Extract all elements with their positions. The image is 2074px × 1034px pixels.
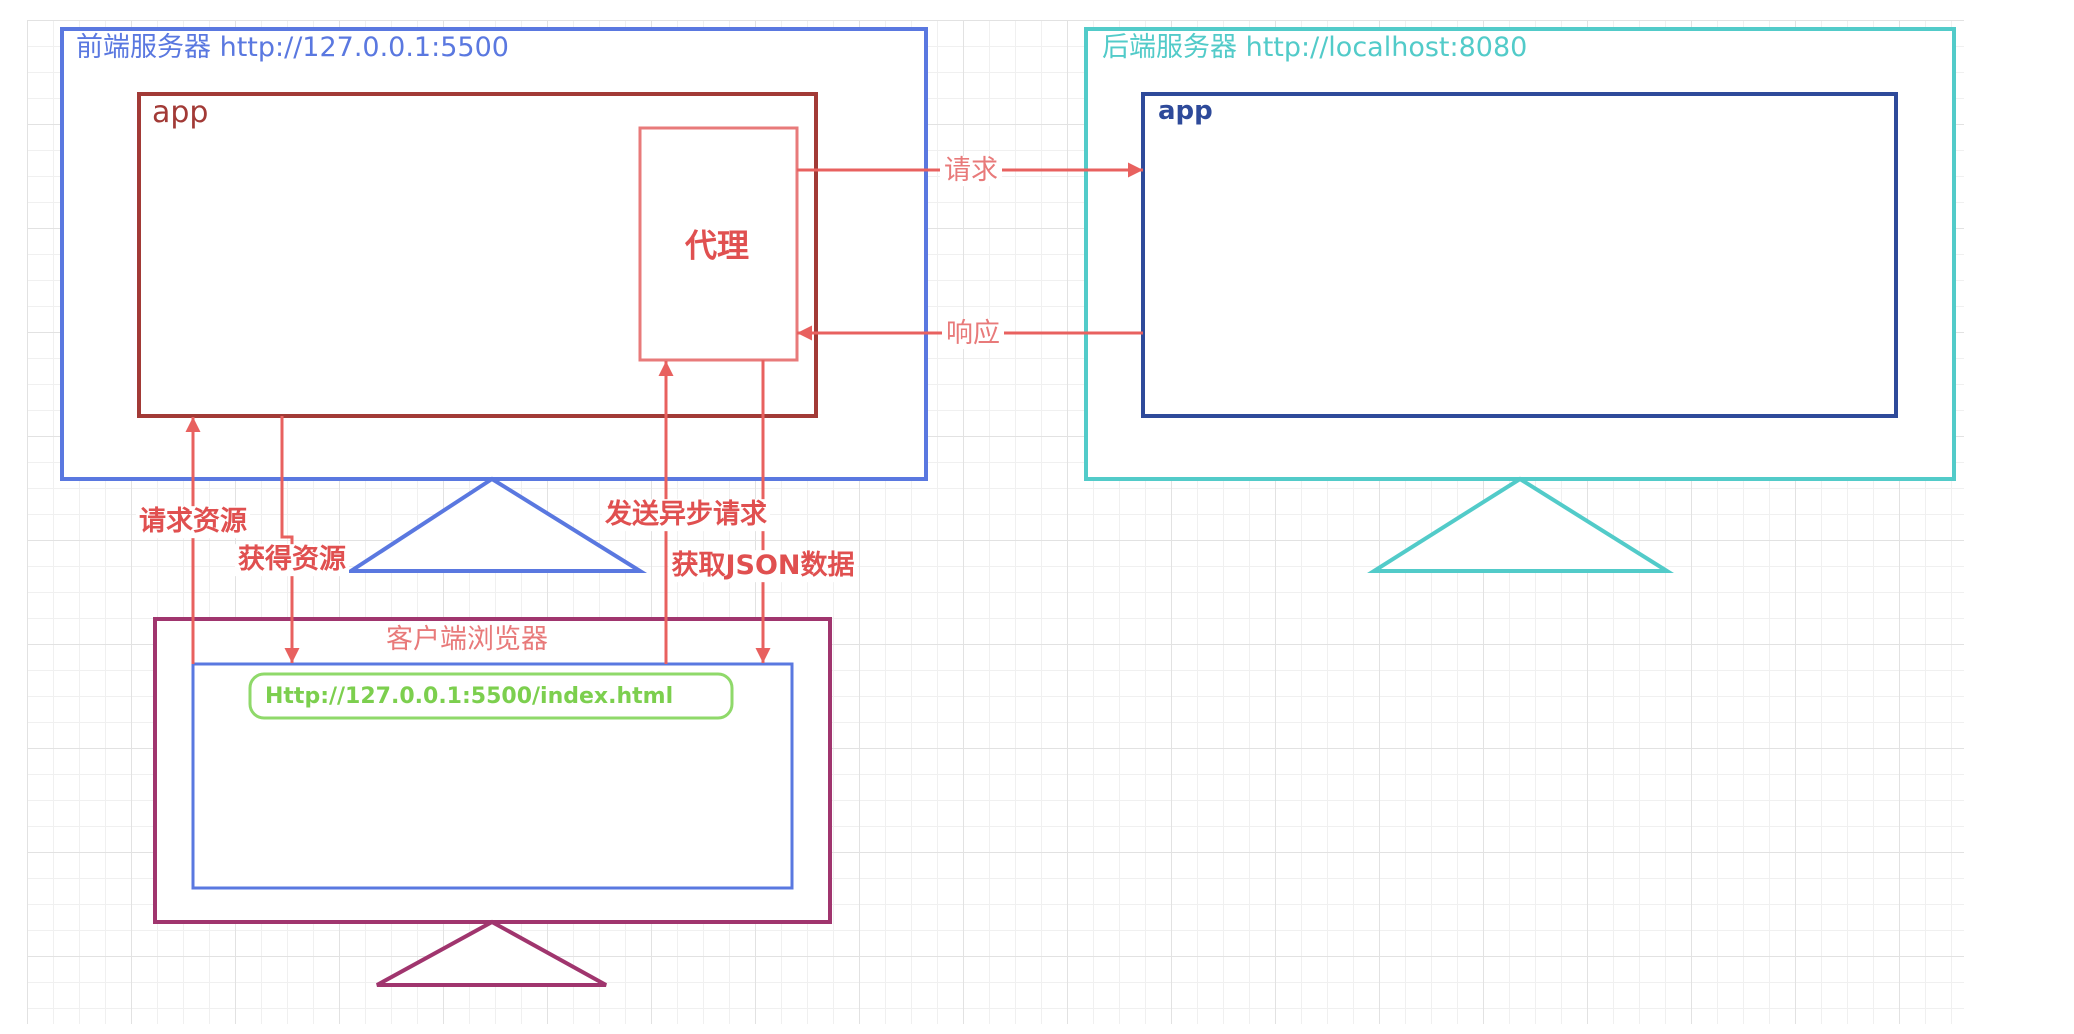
proxy-box: [638, 126, 799, 362]
backend-server-label: 后端服务器 http://localhost:8080: [1102, 32, 1528, 63]
proxy-label: 代理: [684, 226, 750, 265]
frontend-app-label: app: [152, 95, 209, 130]
backend-app-box: [1141, 92, 1898, 418]
edge-response-label: 响应: [942, 319, 1004, 349]
edge-get-resource-arrow: [280, 416, 300, 663]
edge-send-async-request-label: 发送异步请求: [602, 499, 770, 531]
client-browser-stand: [376, 919, 607, 987]
edge-get-resource-label: 获得资源: [235, 544, 349, 576]
address-bar-url: Http://127.0.0.1:5500/index.html: [265, 684, 674, 709]
edge-request-resource-label: 请求资源: [136, 506, 250, 538]
backend-app-label: app: [1158, 96, 1213, 126]
address-bar: [248, 672, 734, 720]
frontend-server-label: 前端服务器 http://127.0.0.1:5500: [76, 32, 509, 63]
edge-request-label: 请求: [940, 156, 1002, 186]
edge-get-json-data-label: 获取JSON数据: [668, 550, 858, 582]
frontend-server-stand: [344, 476, 648, 573]
backend-server-stand: [1367, 476, 1674, 573]
client-browser-label: 客户端浏览器: [382, 625, 552, 655]
